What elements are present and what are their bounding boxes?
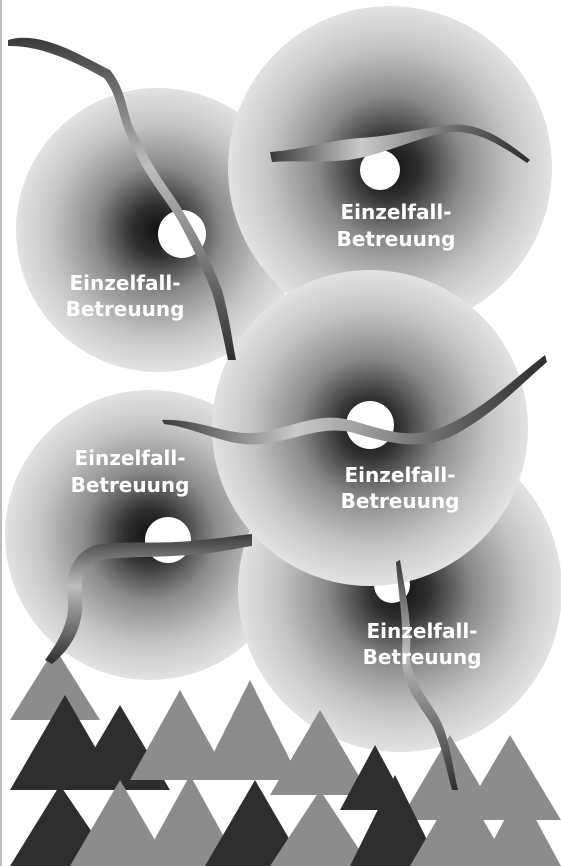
label-2-line-1: Einzelfall-	[340, 200, 451, 224]
label-5-line-2: Betreuung	[363, 645, 482, 669]
label-4-line-1: Einzelfall-	[344, 463, 455, 487]
label-5-line-1: Einzelfall-	[366, 619, 477, 643]
label-3-line-1: Einzelfall-	[74, 446, 185, 470]
label-2-line-2: Betreuung	[337, 227, 456, 251]
label-1-line-2: Betreuung	[66, 297, 185, 321]
left-border	[0, 0, 2, 866]
label-1-line-1: Einzelfall-	[69, 271, 180, 295]
label-4-line-2: Betreuung	[341, 489, 460, 513]
label-3-line-2: Betreuung	[71, 473, 190, 497]
